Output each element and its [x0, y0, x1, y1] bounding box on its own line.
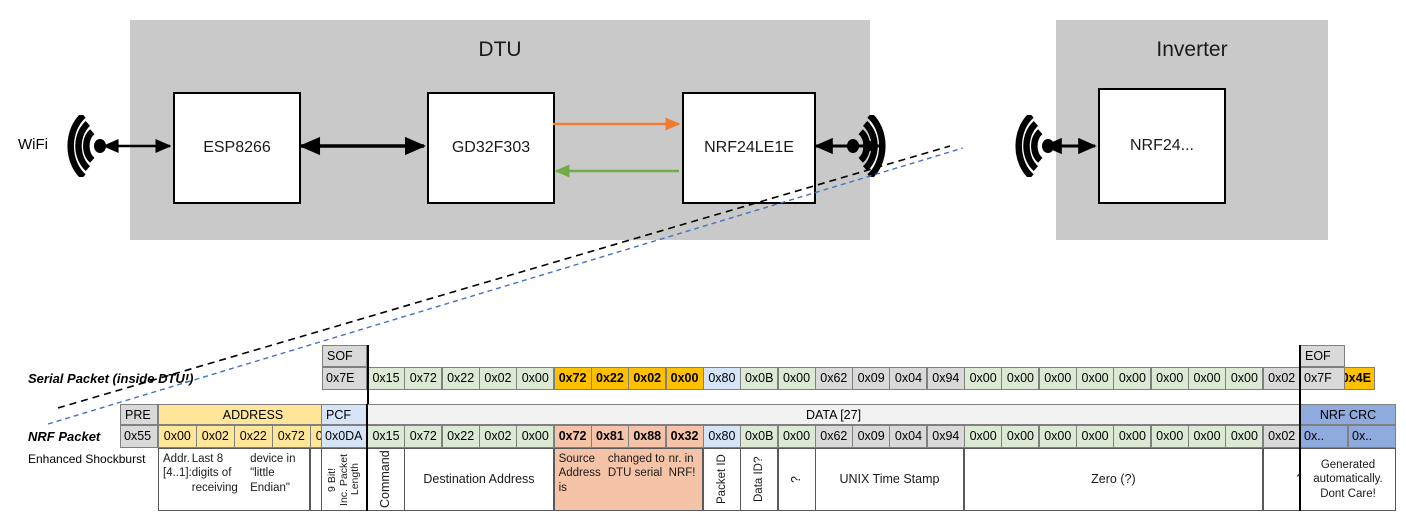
nrf-byte-16: 0x00 [964, 425, 1003, 448]
data-header: DATA [27] [367, 404, 1300, 425]
nrf-crc-byte-0: 0x.. [1300, 425, 1348, 448]
serial-byte-6: 0x22 [590, 367, 629, 390]
pcf-header: PCF [321, 404, 367, 425]
desc-pcf-line-0: 9 Bit! [326, 467, 339, 492]
serial-byte-18: 0x00 [1038, 367, 1077, 390]
nrf-byte-14: 0x04 [889, 425, 928, 448]
serial-block-divider-right [1299, 345, 1301, 406]
desc-pcf-line-1: Inc. Packet [337, 453, 350, 506]
desc-destination: Destination Address [404, 448, 554, 511]
serial-block-divider-left [367, 345, 369, 406]
nrf-data-divider-left [366, 404, 368, 511]
nrf-byte-5: 0x72 [553, 425, 592, 448]
eof-value: 0x7F [1300, 367, 1345, 390]
address-byte-3: 0x72 [272, 425, 311, 448]
serial-byte-10: 0x0B [740, 367, 779, 390]
nrf-byte-1: 0x72 [404, 425, 443, 448]
serial-byte-22: 0x00 [1188, 367, 1227, 390]
serial-byte-17: 0x00 [1001, 367, 1040, 390]
nrf-byte-15: 0x94 [926, 425, 965, 448]
nrf-byte-0: 0x15 [367, 425, 406, 448]
nrf-byte-4: 0x00 [516, 425, 555, 448]
nrf-crc-header: NRF CRC [1300, 404, 1396, 425]
serial-byte-19: 0x00 [1076, 367, 1115, 390]
serial-byte-12: 0x62 [814, 367, 853, 390]
nrf-byte-13: 0x09 [852, 425, 891, 448]
nrf-byte-2: 0x22 [441, 425, 480, 448]
nrf-byte-24: 0x02 [1262, 425, 1301, 448]
serial-byte-4: 0x00 [516, 367, 555, 390]
serial-byte-21: 0x00 [1150, 367, 1189, 390]
nrf-byte-11: 0x00 [777, 425, 816, 448]
desc-timestamp: UNIX Time Stamp [814, 448, 965, 511]
desc-pcf-line-2: Length [349, 463, 362, 496]
nrf-byte-12: 0x62 [814, 425, 853, 448]
nrf-byte-22: 0x00 [1188, 425, 1227, 448]
wifi-label: WiFi [18, 136, 48, 153]
sof-header: SOF [322, 345, 367, 367]
nrf-byte-8: 0x32 [665, 425, 704, 448]
nrf-byte-3: 0x02 [478, 425, 517, 448]
address-byte-1: 0x02 [196, 425, 235, 448]
serial-byte-13: 0x09 [852, 367, 891, 390]
serial-byte-8: 0x00 [665, 367, 704, 390]
desc-command: Command [367, 448, 406, 511]
nrf-byte-10: 0x0B [740, 425, 779, 448]
address-header: ADDRESS [158, 404, 348, 425]
desc-nrf-crc: Generated automatically.Dont Care! [1300, 448, 1396, 511]
serial-byte-16: 0x00 [964, 367, 1003, 390]
serial-byte-2: 0x22 [441, 367, 480, 390]
pcf-value: 0x0DA [321, 425, 367, 448]
serial-packet-label: Serial Packet (inside DTU!) [28, 371, 194, 386]
eof-header: EOF [1300, 345, 1345, 367]
diagram-arrows [102, 117, 1097, 178]
serial-byte-11: 0x00 [777, 367, 816, 390]
enclosure-title-dtu: DTU [478, 38, 522, 61]
nrf-byte-9: 0x80 [702, 425, 741, 448]
desc-unknown-1: ? [777, 448, 816, 511]
chip-label-nrf24: NRF24... [1129, 137, 1194, 155]
nrf-byte-23: 0x00 [1225, 425, 1264, 448]
serial-byte-20: 0x00 [1113, 367, 1152, 390]
sof-value: 0x7E [322, 367, 367, 390]
nrf-byte-18: 0x00 [1038, 425, 1077, 448]
desc-nrf-crc-line-1: automatically. [1313, 473, 1383, 486]
desc-data-id: Data ID? [740, 448, 779, 511]
serial-byte-5: 0x72 [553, 367, 592, 390]
address-byte-0: 0x00 [158, 425, 197, 448]
pre-value: 0x55 [120, 425, 158, 448]
nrf-byte-17: 0x00 [1001, 425, 1040, 448]
desc-nrf-crc-line-2: Dont Care! [1320, 487, 1376, 500]
serial-byte-23: 0x00 [1225, 367, 1264, 390]
nrf-byte-6: 0x81 [590, 425, 629, 448]
nrf-byte-20: 0x00 [1113, 425, 1152, 448]
pre-header: PRE [120, 404, 158, 425]
desc-nrf-crc-line-0: Generated [1320, 458, 1376, 471]
serial-byte-0: 0x15 [367, 367, 406, 390]
serial-byte-14: 0x04 [889, 367, 928, 390]
nrf-packet-label: NRF Packet [28, 429, 101, 444]
address-byte-2: 0x22 [234, 425, 273, 448]
serial-byte-9: 0x80 [702, 367, 741, 390]
nrf-crc-byte-1: 0x.. [1348, 425, 1396, 448]
desc-zero: Zero (?) [964, 448, 1263, 511]
nrf-byte-21: 0x00 [1150, 425, 1189, 448]
nrf-byte-19: 0x00 [1076, 425, 1115, 448]
serial-byte-24: 0x02 [1262, 367, 1301, 390]
enclosure-title-inverter: Inverter [1156, 38, 1228, 61]
serial-byte-7: 0x02 [628, 367, 667, 390]
serial-byte-1: 0x72 [404, 367, 443, 390]
chip-nrf24: NRF24... [1098, 88, 1226, 204]
serial-byte-3: 0x02 [478, 367, 517, 390]
serial-byte-15: 0x94 [926, 367, 965, 390]
nrf-byte-7: 0x88 [628, 425, 667, 448]
nrf-subtitle: Enhanced Shockburst [28, 452, 146, 466]
nrf-data-divider-right [1299, 404, 1301, 511]
desc-packet-id: Packet ID [702, 448, 741, 511]
